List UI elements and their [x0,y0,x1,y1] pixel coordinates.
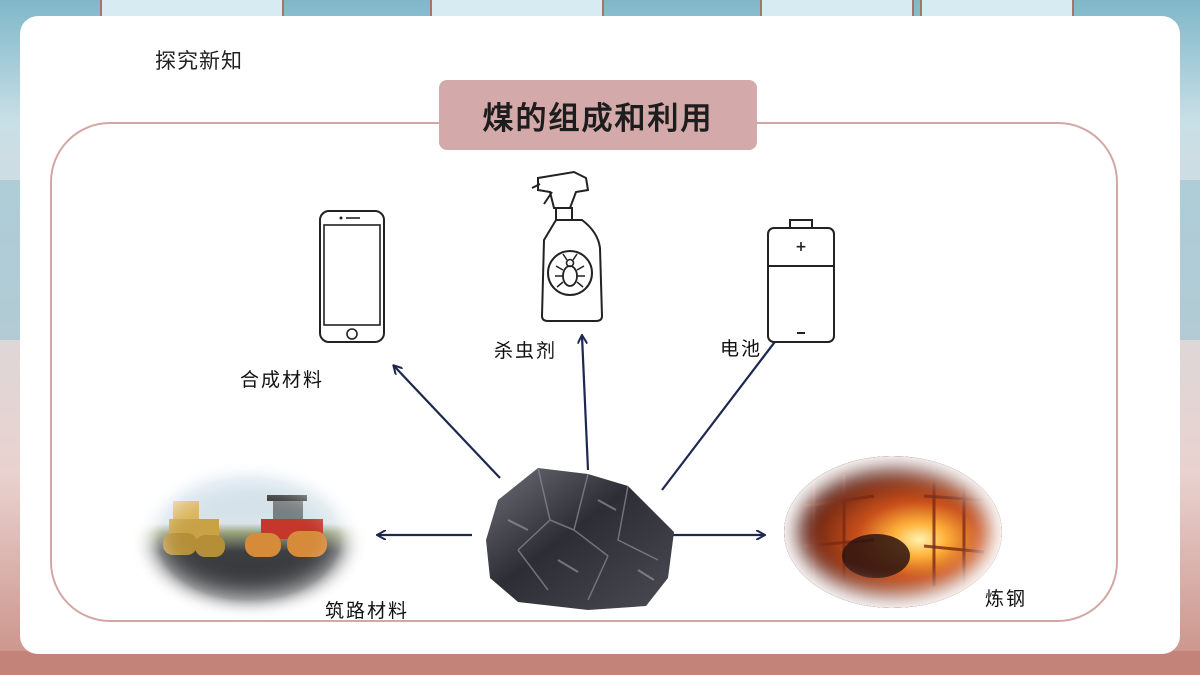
spray-bottle-icon [531,170,604,322]
title-box: 煤的组成和利用 [439,80,757,150]
label-battery: 电池 [720,338,763,360]
steel-furnace-photo [784,456,1002,608]
coal-image [486,467,674,610]
arrow-to-battery [661,322,790,491]
background-shelf [0,180,20,340]
label-road-materials: 筑路材料 [325,600,410,622]
label-pesticide: 杀虫剂 [494,340,558,362]
page-title: 煤的组成和利用 [482,100,714,137]
background-shelf [1180,180,1200,340]
arrow-to-pesticide [582,336,590,471]
battery-icon: + [767,219,835,343]
smartphone-icon [319,210,385,343]
section-label: 探究新知 [155,49,243,73]
arrow-to-synthetic-materials [394,366,501,479]
road-roller-photo [133,461,365,617]
label-synthetic-materials: 合成材料 [240,369,325,391]
svg-text:+: + [795,239,807,255]
label-steelmaking: 炼钢 [985,588,1028,610]
background-floor [0,651,1200,675]
